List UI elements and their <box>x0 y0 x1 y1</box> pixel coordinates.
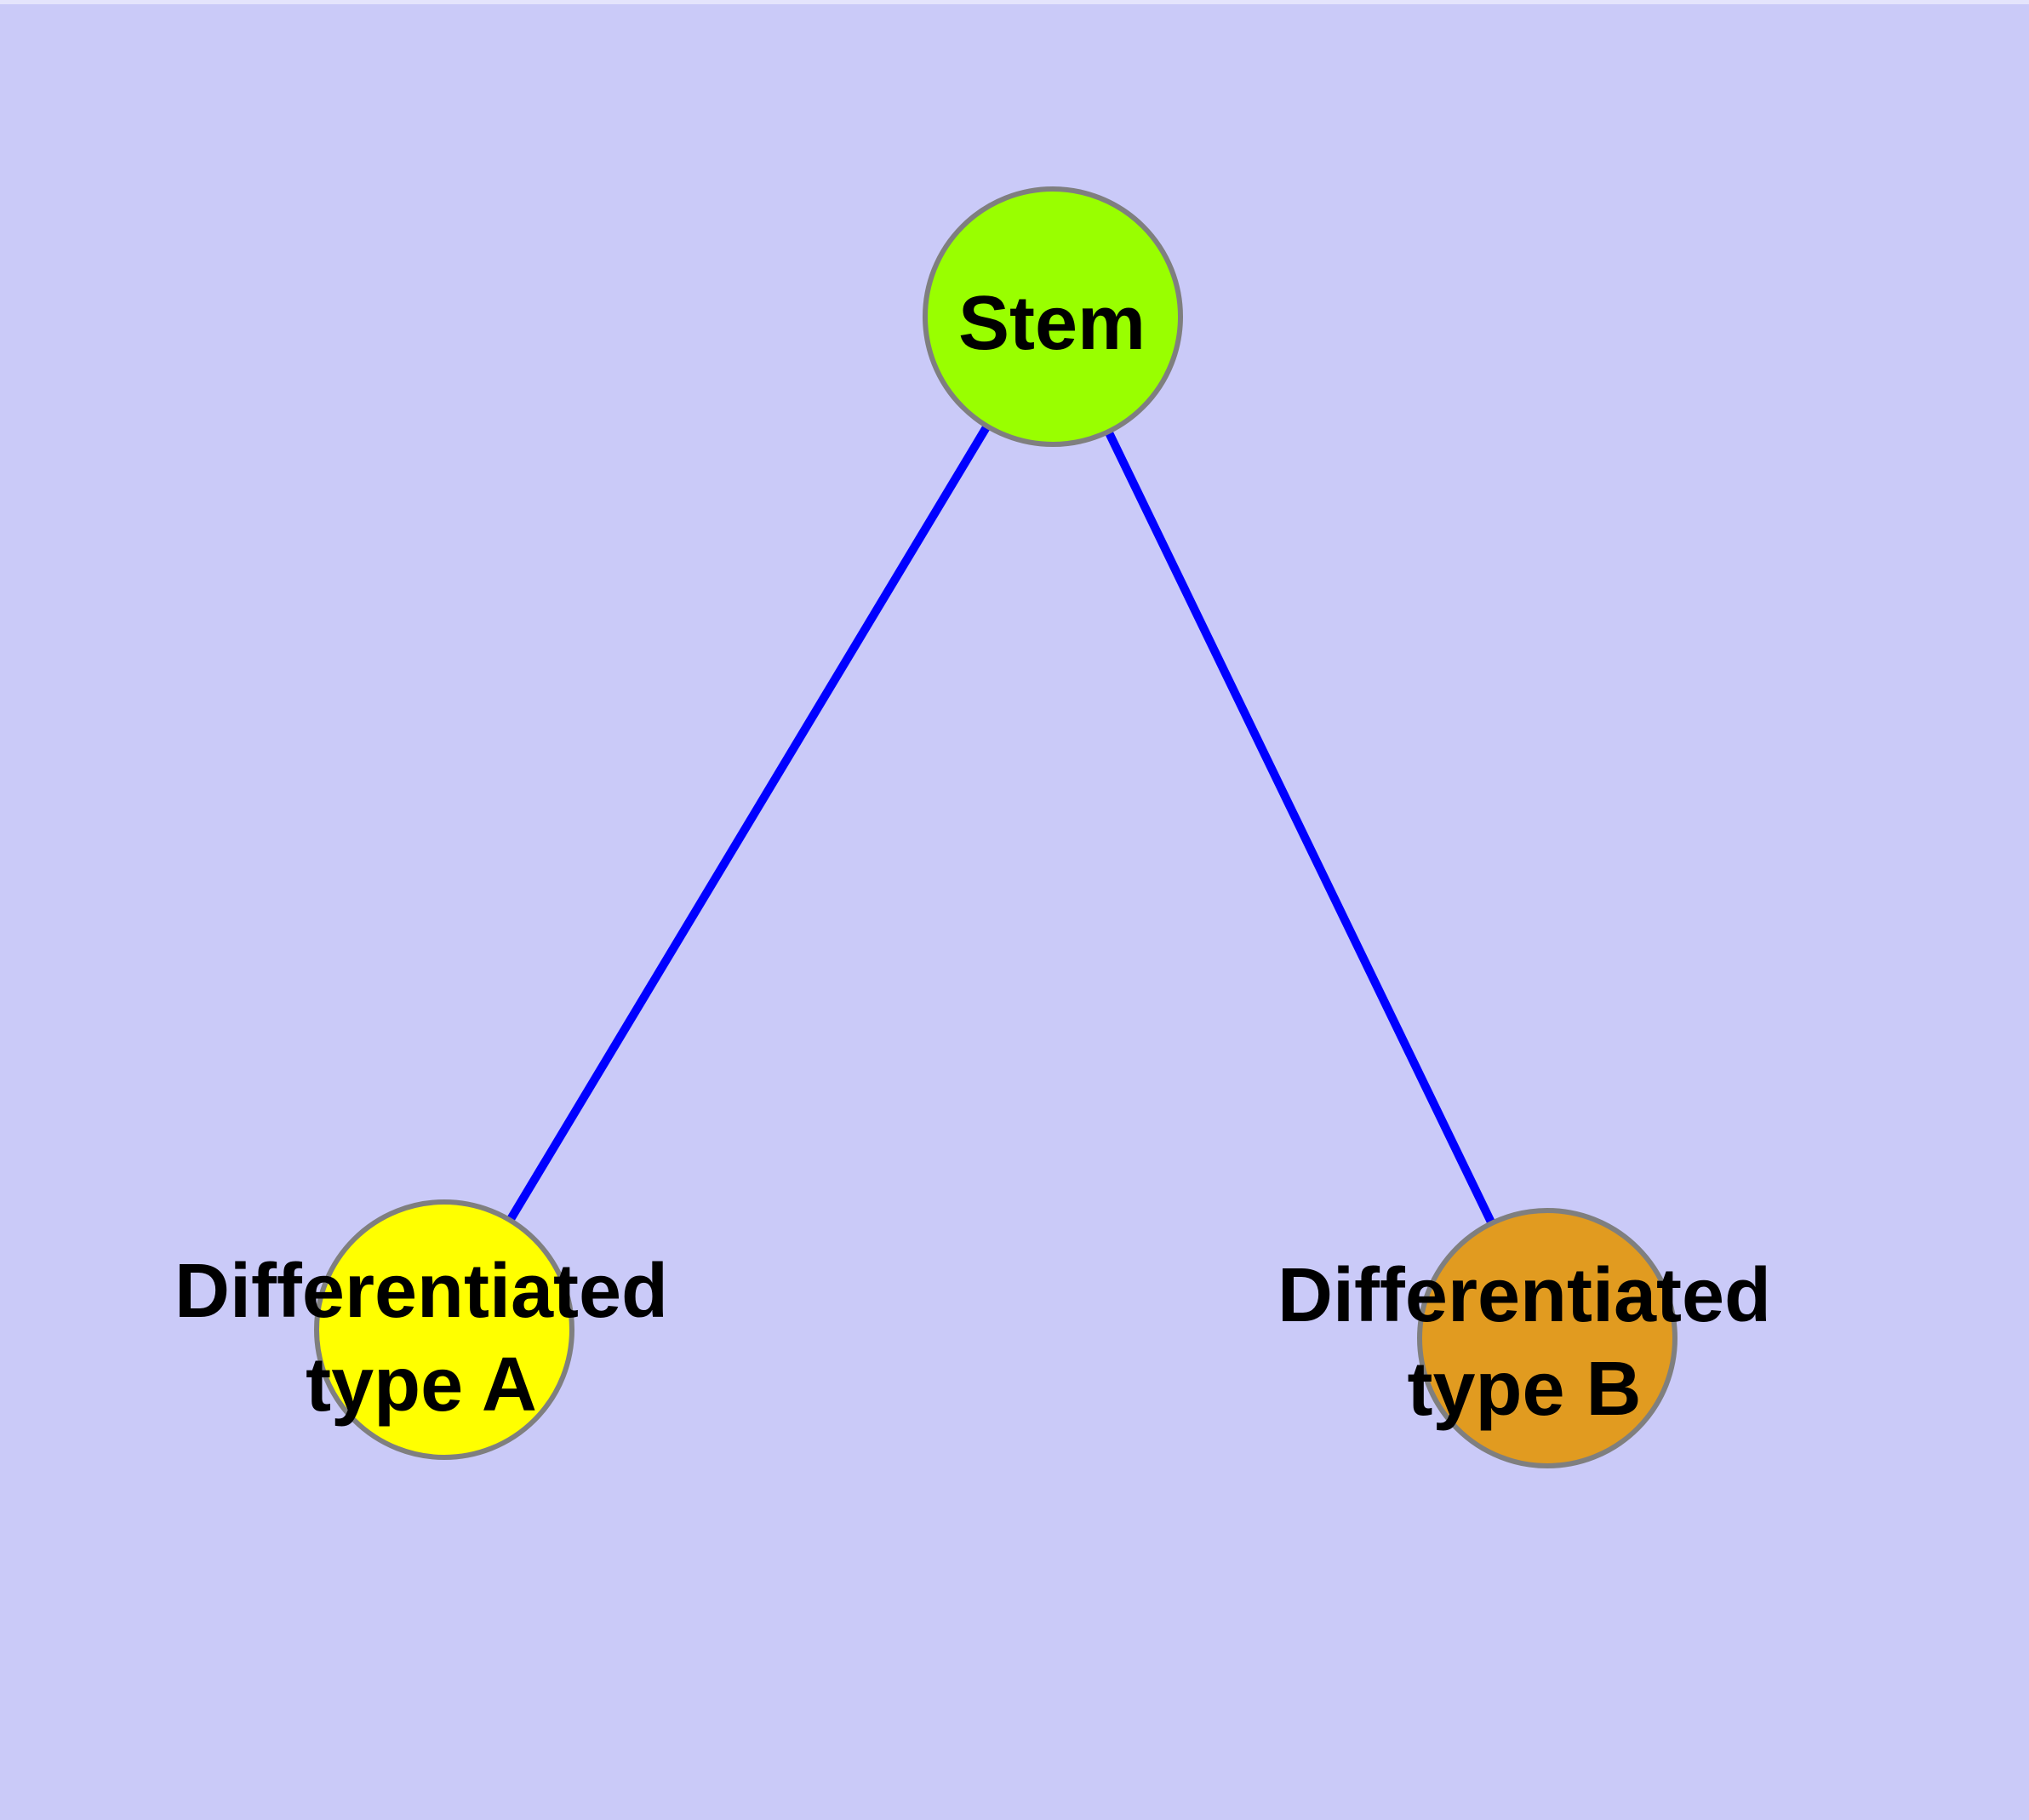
node-type-a-circle <box>314 1199 574 1460</box>
node-type-b-circle <box>1417 1208 1677 1468</box>
node-type-a-label-line1: Differentiated <box>174 1249 668 1334</box>
node-stem-label: Stem <box>958 281 1146 366</box>
node-type-b-label-line1: Differentiated <box>1277 1253 1771 1338</box>
edge-stem-to-type-a <box>440 314 1057 1332</box>
node-stem-circle <box>923 186 1183 447</box>
node-type-b-label-line2: type B <box>1407 1347 1641 1432</box>
node-type-a-label-line2: type A <box>306 1342 537 1428</box>
window-top-edge <box>0 0 2029 4</box>
edge-stem-to-type-b <box>1049 314 1552 1341</box>
